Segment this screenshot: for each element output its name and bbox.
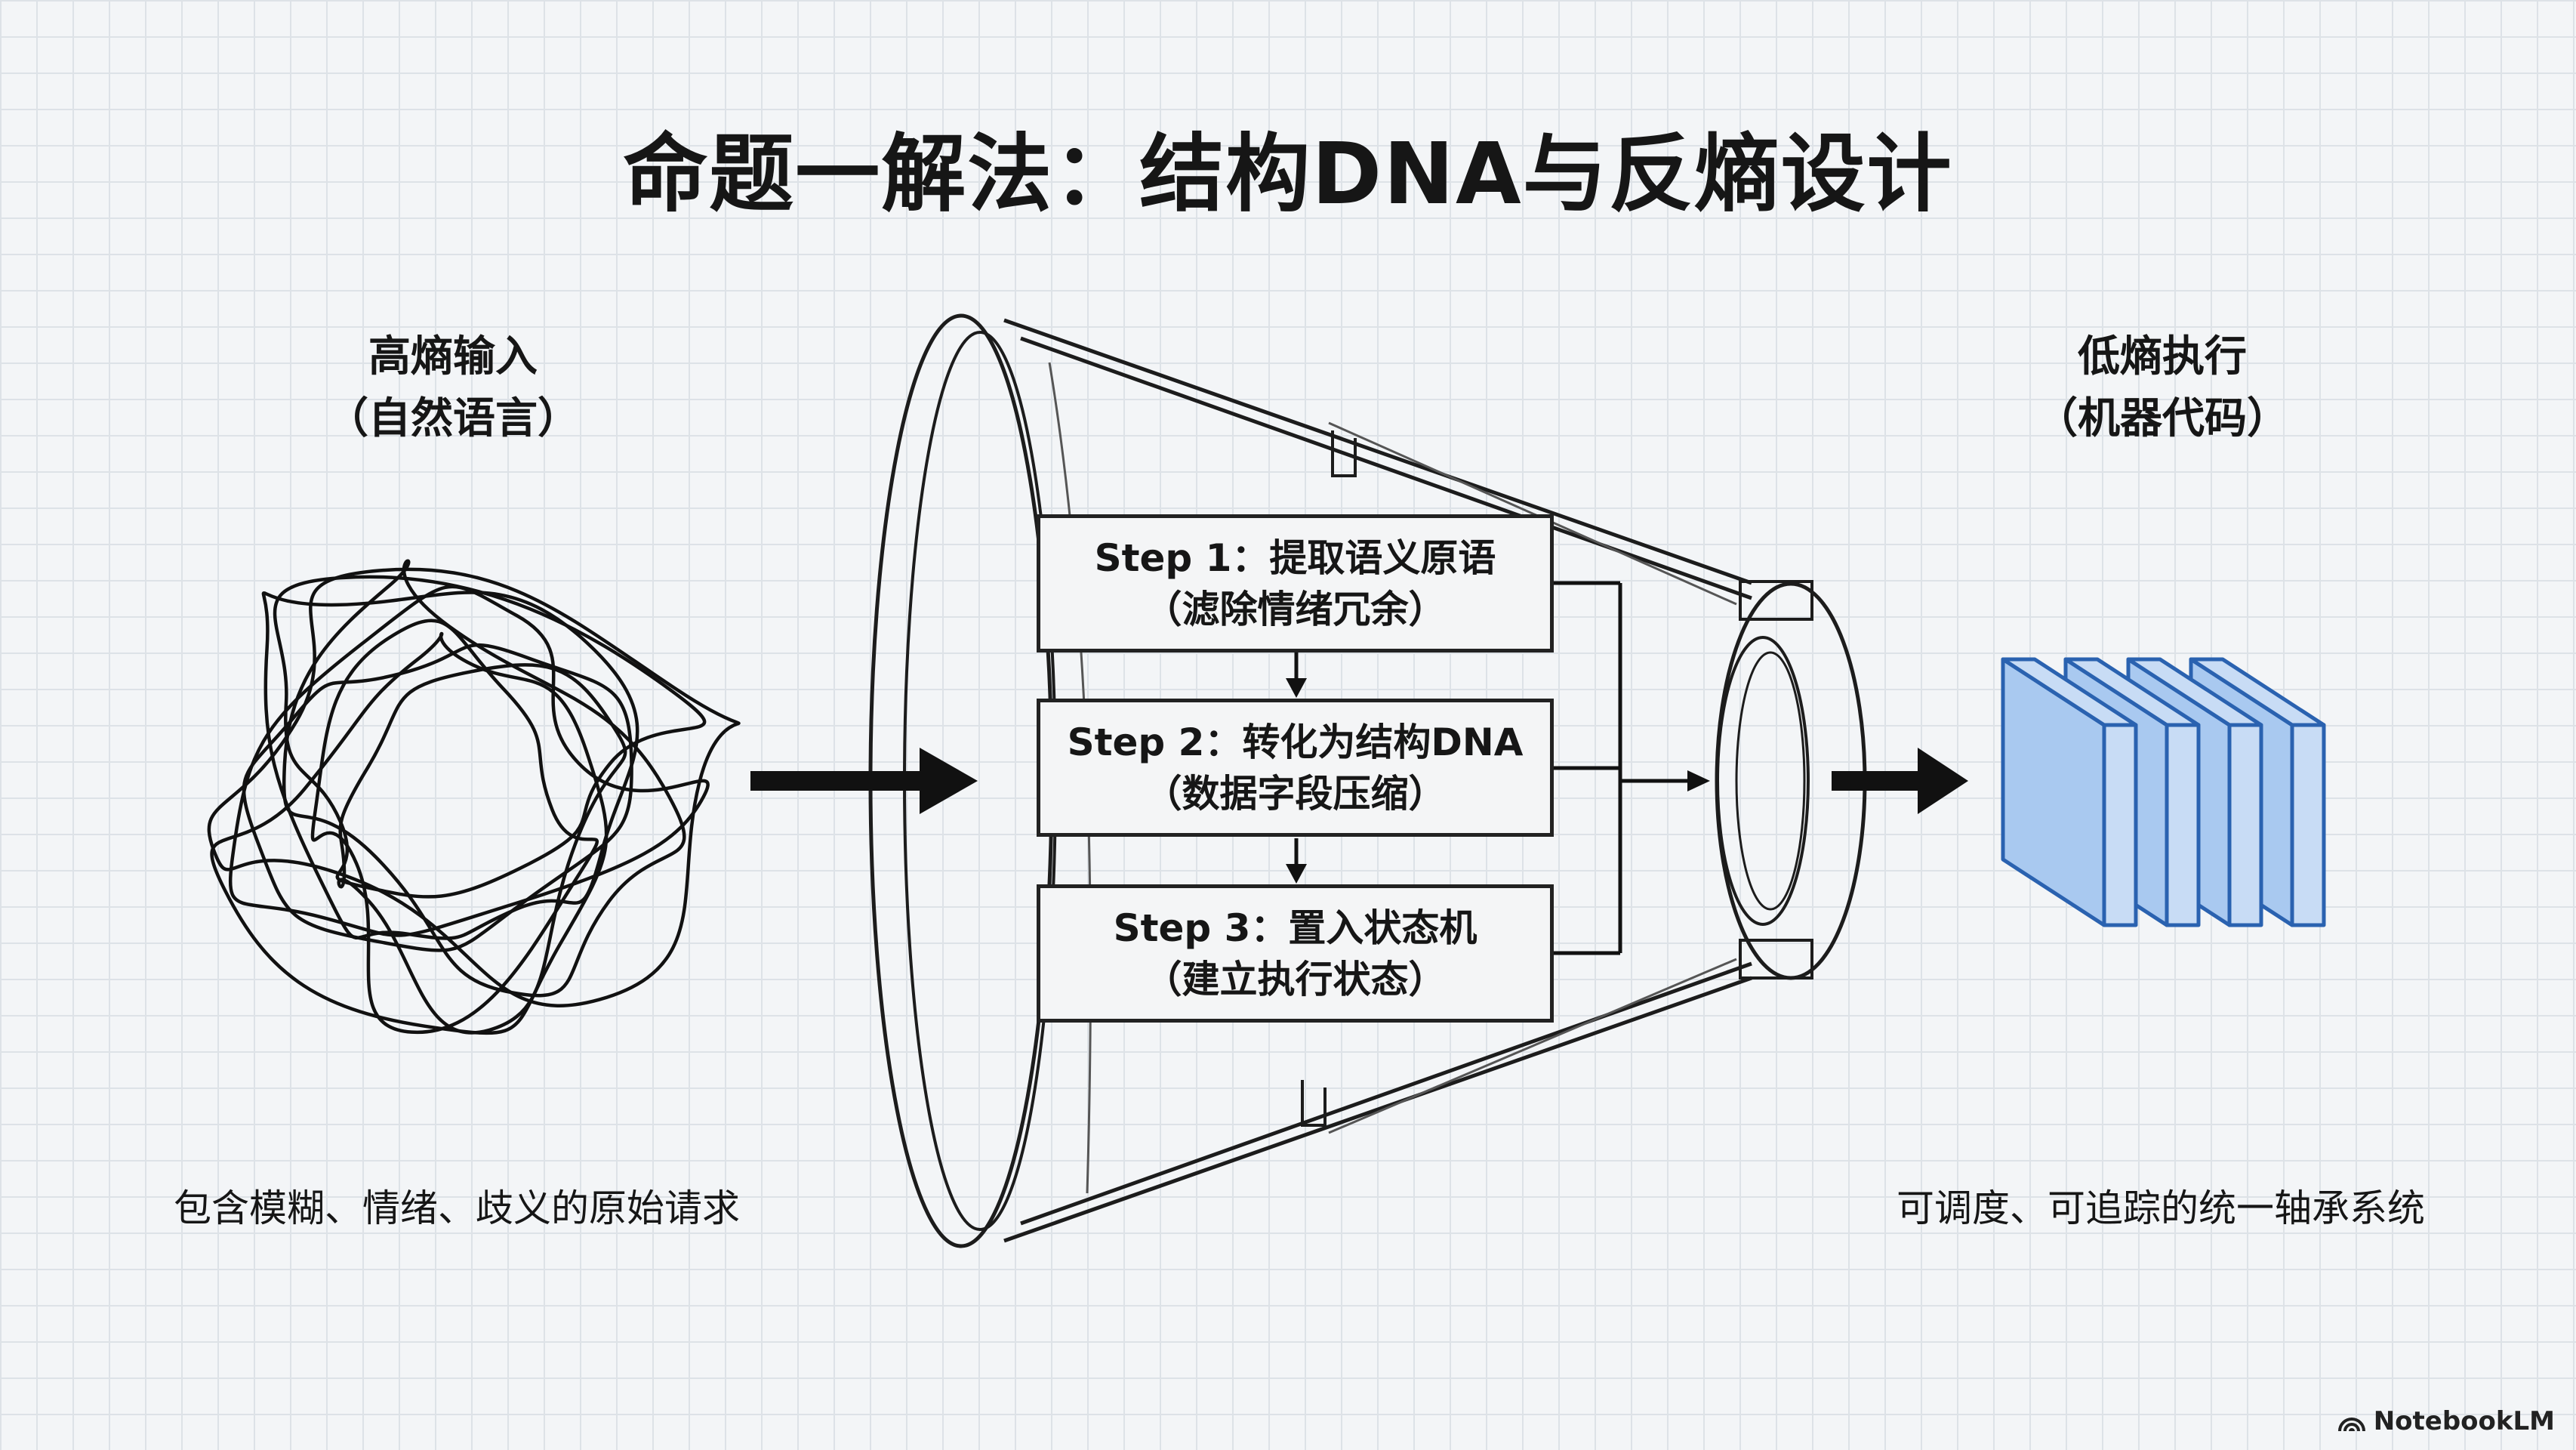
step-connectors (1286, 581, 1710, 955)
funnel-rib-bottom (1301, 1080, 1327, 1127)
scribble-loop (261, 591, 639, 940)
funnel-outlet-ring (1716, 636, 1810, 926)
scribble-loop (207, 567, 741, 1007)
watermark: NotebookLM (2337, 1406, 2555, 1436)
step-subtitle: （数据字段压缩） (1144, 771, 1447, 816)
bracket-line (1554, 581, 1691, 955)
step-subtitle: （滤除情绪冗余） (1144, 587, 1447, 631)
down-arrow-1-head (1286, 678, 1307, 698)
step-subtitle: （建立执行状态） (1144, 957, 1447, 1001)
step-title: Step 3：置入状态机 (1113, 905, 1478, 950)
scribble-loop (242, 643, 633, 952)
step-box-3: Step 3：置入状态机 （建立执行状态） (1037, 884, 1554, 1023)
page-title: 命题一解法：结构DNA与反熵设计 (623, 125, 1953, 224)
code-block (2001, 657, 2138, 927)
funnel-bottom-wall (1003, 961, 1752, 1243)
down-arrow-2-head (1286, 864, 1307, 884)
block-face (2102, 723, 2138, 927)
bracket-arrowhead (1687, 770, 1710, 791)
funnel-outlet-inner (1735, 651, 1806, 911)
input-label-line1: 高熵输入 (368, 332, 538, 381)
step-box-1: Step 1：提取语义原语 （滤除情绪冗余） (1037, 514, 1554, 652)
funnel-top-wall (1003, 318, 1752, 600)
funnel (868, 313, 1867, 1248)
output-label-line1: 低熵执行 (2078, 332, 2247, 381)
scribble-loop (337, 663, 627, 1035)
funnel-flange-top (1739, 580, 1813, 621)
block-face (2165, 723, 2201, 927)
block-face (2227, 723, 2263, 927)
input-arrow-icon (750, 748, 978, 814)
output-label: 低熵执行 （机器代码） (1898, 326, 2427, 450)
scribble-loop (310, 619, 599, 1034)
step-box-2: Step 2：转化为结构DNA （数据字段压缩） (1037, 699, 1554, 837)
notebooklm-logo-icon (2337, 1418, 2365, 1432)
funnel-flange-bottom (1739, 939, 1813, 980)
input-caption: 包含模糊、情绪、歧义的原始请求 (174, 1186, 740, 1230)
output-label-line2: （机器代码） (2035, 394, 2289, 443)
watermark-text: NotebookLM (2373, 1406, 2555, 1436)
input-label-line2: （自然语言） (326, 394, 580, 443)
funnel-rib-top (1331, 430, 1357, 477)
output-caption: 可调度、可追踪的统一轴承系统 (1897, 1186, 2425, 1230)
code-blocks-icon (2001, 657, 2326, 927)
scribble-loop (273, 575, 707, 899)
step-title: Step 2：转化为结构DNA (1067, 720, 1524, 764)
input-label: 高熵输入 （自然语言） (189, 326, 717, 450)
step-title: Step 1：提取语义原语 (1094, 535, 1496, 580)
block-face (2290, 723, 2326, 927)
tangled-scribble-icon (207, 559, 741, 1035)
output-arrow-icon (1832, 748, 1968, 814)
